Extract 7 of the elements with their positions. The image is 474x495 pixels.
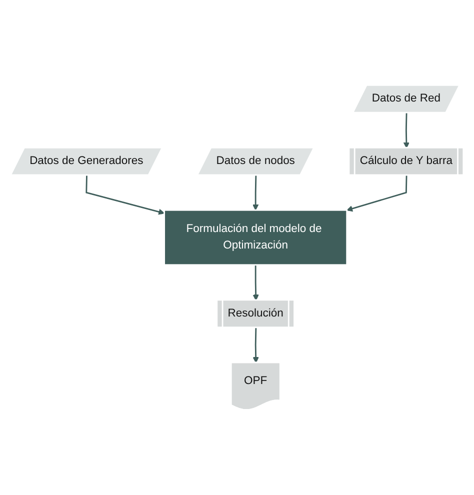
arrow [403, 112, 410, 148]
arrow [346, 175, 408, 212]
arrow [252, 264, 259, 301]
arrow [252, 175, 259, 210]
arrow [252, 328, 259, 364]
arrow [86, 175, 165, 215]
node-box: Formulación del modelo de Optimización [164, 209, 348, 266]
